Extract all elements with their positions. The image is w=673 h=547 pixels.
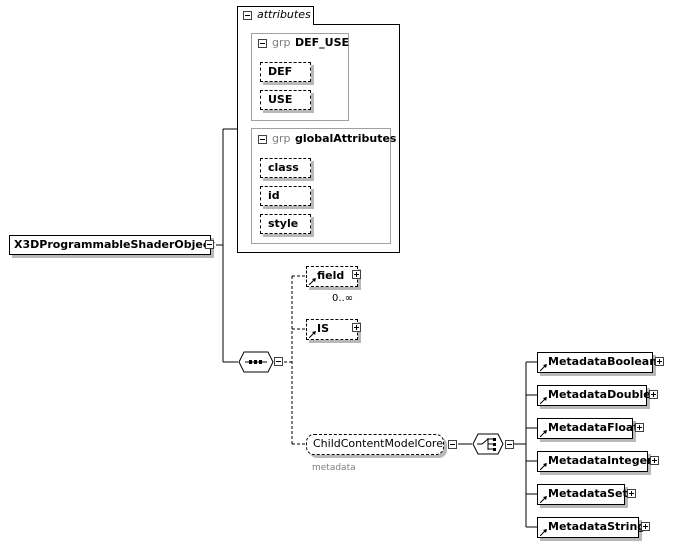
field-element-label: field [317, 269, 345, 282]
collapse-icon[interactable] [274, 357, 283, 366]
child-content-model-core-box[interactable] [306, 434, 444, 455]
expand-icon[interactable] [649, 390, 658, 399]
group-prefix: grp [272, 36, 291, 49]
collapse-icon[interactable] [205, 240, 214, 249]
attributes-title: attributes [257, 8, 311, 21]
attribute-label: id [268, 189, 280, 202]
metadata-boolean-label: MetadataBoolean [548, 355, 658, 368]
expand-icon[interactable] [655, 357, 664, 366]
reference-arrow-icon [540, 463, 547, 470]
attribute-box[interactable] [260, 90, 311, 110]
reference-arrow-icon [540, 496, 547, 503]
expand-icon[interactable] [352, 323, 361, 332]
metadata-set-box[interactable] [537, 484, 625, 505]
metadata-integer-box[interactable] [537, 451, 648, 472]
reference-arrow-icon [540, 364, 547, 371]
metadata-double-box[interactable] [537, 385, 647, 406]
reference-arrow-icon [309, 331, 316, 338]
metadata-float-label: MetadataFloat [548, 421, 639, 434]
is-element-label: IS [317, 322, 330, 335]
attribute-label: style [268, 217, 299, 230]
attribute-label: class [268, 161, 299, 174]
expand-icon[interactable] [650, 456, 659, 465]
expand-icon[interactable] [627, 489, 636, 498]
collapse-icon[interactable] [258, 135, 267, 144]
field-cardinality: 0..∞ [332, 293, 354, 304]
metadata-boolean-box[interactable] [537, 352, 653, 373]
expand-icon[interactable] [635, 423, 644, 432]
reference-arrow-icon [540, 397, 547, 404]
collapse-icon[interactable] [258, 39, 267, 48]
reference-arrow-icon [540, 430, 547, 437]
child-content-model-core-label: ChildContentModelCore [313, 437, 443, 450]
metadata-string-label: MetadataString [548, 520, 646, 533]
sequence-compositor-icon[interactable] [238, 351, 274, 373]
metadata-integer-label: MetadataInteger [548, 454, 653, 467]
expand-icon[interactable] [641, 522, 650, 531]
root-element-label: X3DProgrammableShaderObject [14, 238, 215, 251]
child-content-model-core-annotation: metadata [312, 463, 356, 473]
collapse-icon[interactable] [505, 440, 514, 449]
attribute-box[interactable] [260, 186, 311, 206]
expand-icon[interactable] [352, 270, 361, 279]
attribute-box[interactable] [260, 62, 311, 82]
metadata-float-box[interactable] [537, 418, 633, 439]
attributes-tab[interactable] [237, 6, 314, 25]
attribute-label: USE [268, 93, 293, 106]
group-prefix: grp [272, 132, 291, 145]
attribute-label: DEF [268, 65, 293, 78]
choice-compositor-icon[interactable] [472, 433, 504, 455]
attribute-box[interactable] [260, 214, 311, 234]
reference-arrow-icon [540, 529, 547, 536]
group-name: DEF_USE [295, 36, 350, 49]
metadata-set-label: MetadataSet [548, 487, 628, 500]
attribute-box[interactable] [260, 158, 311, 178]
reference-arrow-icon [309, 278, 316, 285]
group-name: globalAttributes [295, 132, 397, 145]
metadata-double-label: MetadataDouble [548, 388, 651, 401]
collapse-icon[interactable] [243, 11, 252, 20]
collapse-icon[interactable] [448, 440, 457, 449]
metadata-string-box[interactable] [537, 517, 639, 538]
